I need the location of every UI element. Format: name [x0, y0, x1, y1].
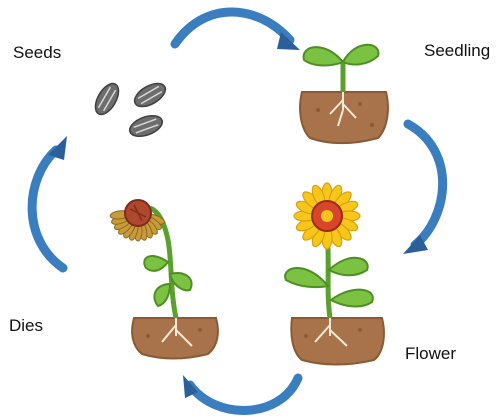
stage-label-seeds: Seeds [13, 43, 62, 62]
cycle-arrow-seeds-to-seedling [170, 7, 300, 50]
cycle-arrow-dies-to-seeds [27, 136, 68, 273]
seeds-icon [94, 82, 167, 138]
stage-label-dies: Dies [9, 316, 44, 335]
stage-label-seedling: Seedling [424, 41, 491, 60]
cycle-arrow-flower-to-dies [183, 373, 303, 415]
cycle-arrow-seedling-to-flower [403, 119, 448, 254]
dying-flower-icon [109, 199, 219, 360]
flower-icon [284, 182, 385, 366]
stage-label-flower: Flower [405, 344, 457, 363]
seedling-icon [299, 43, 389, 145]
